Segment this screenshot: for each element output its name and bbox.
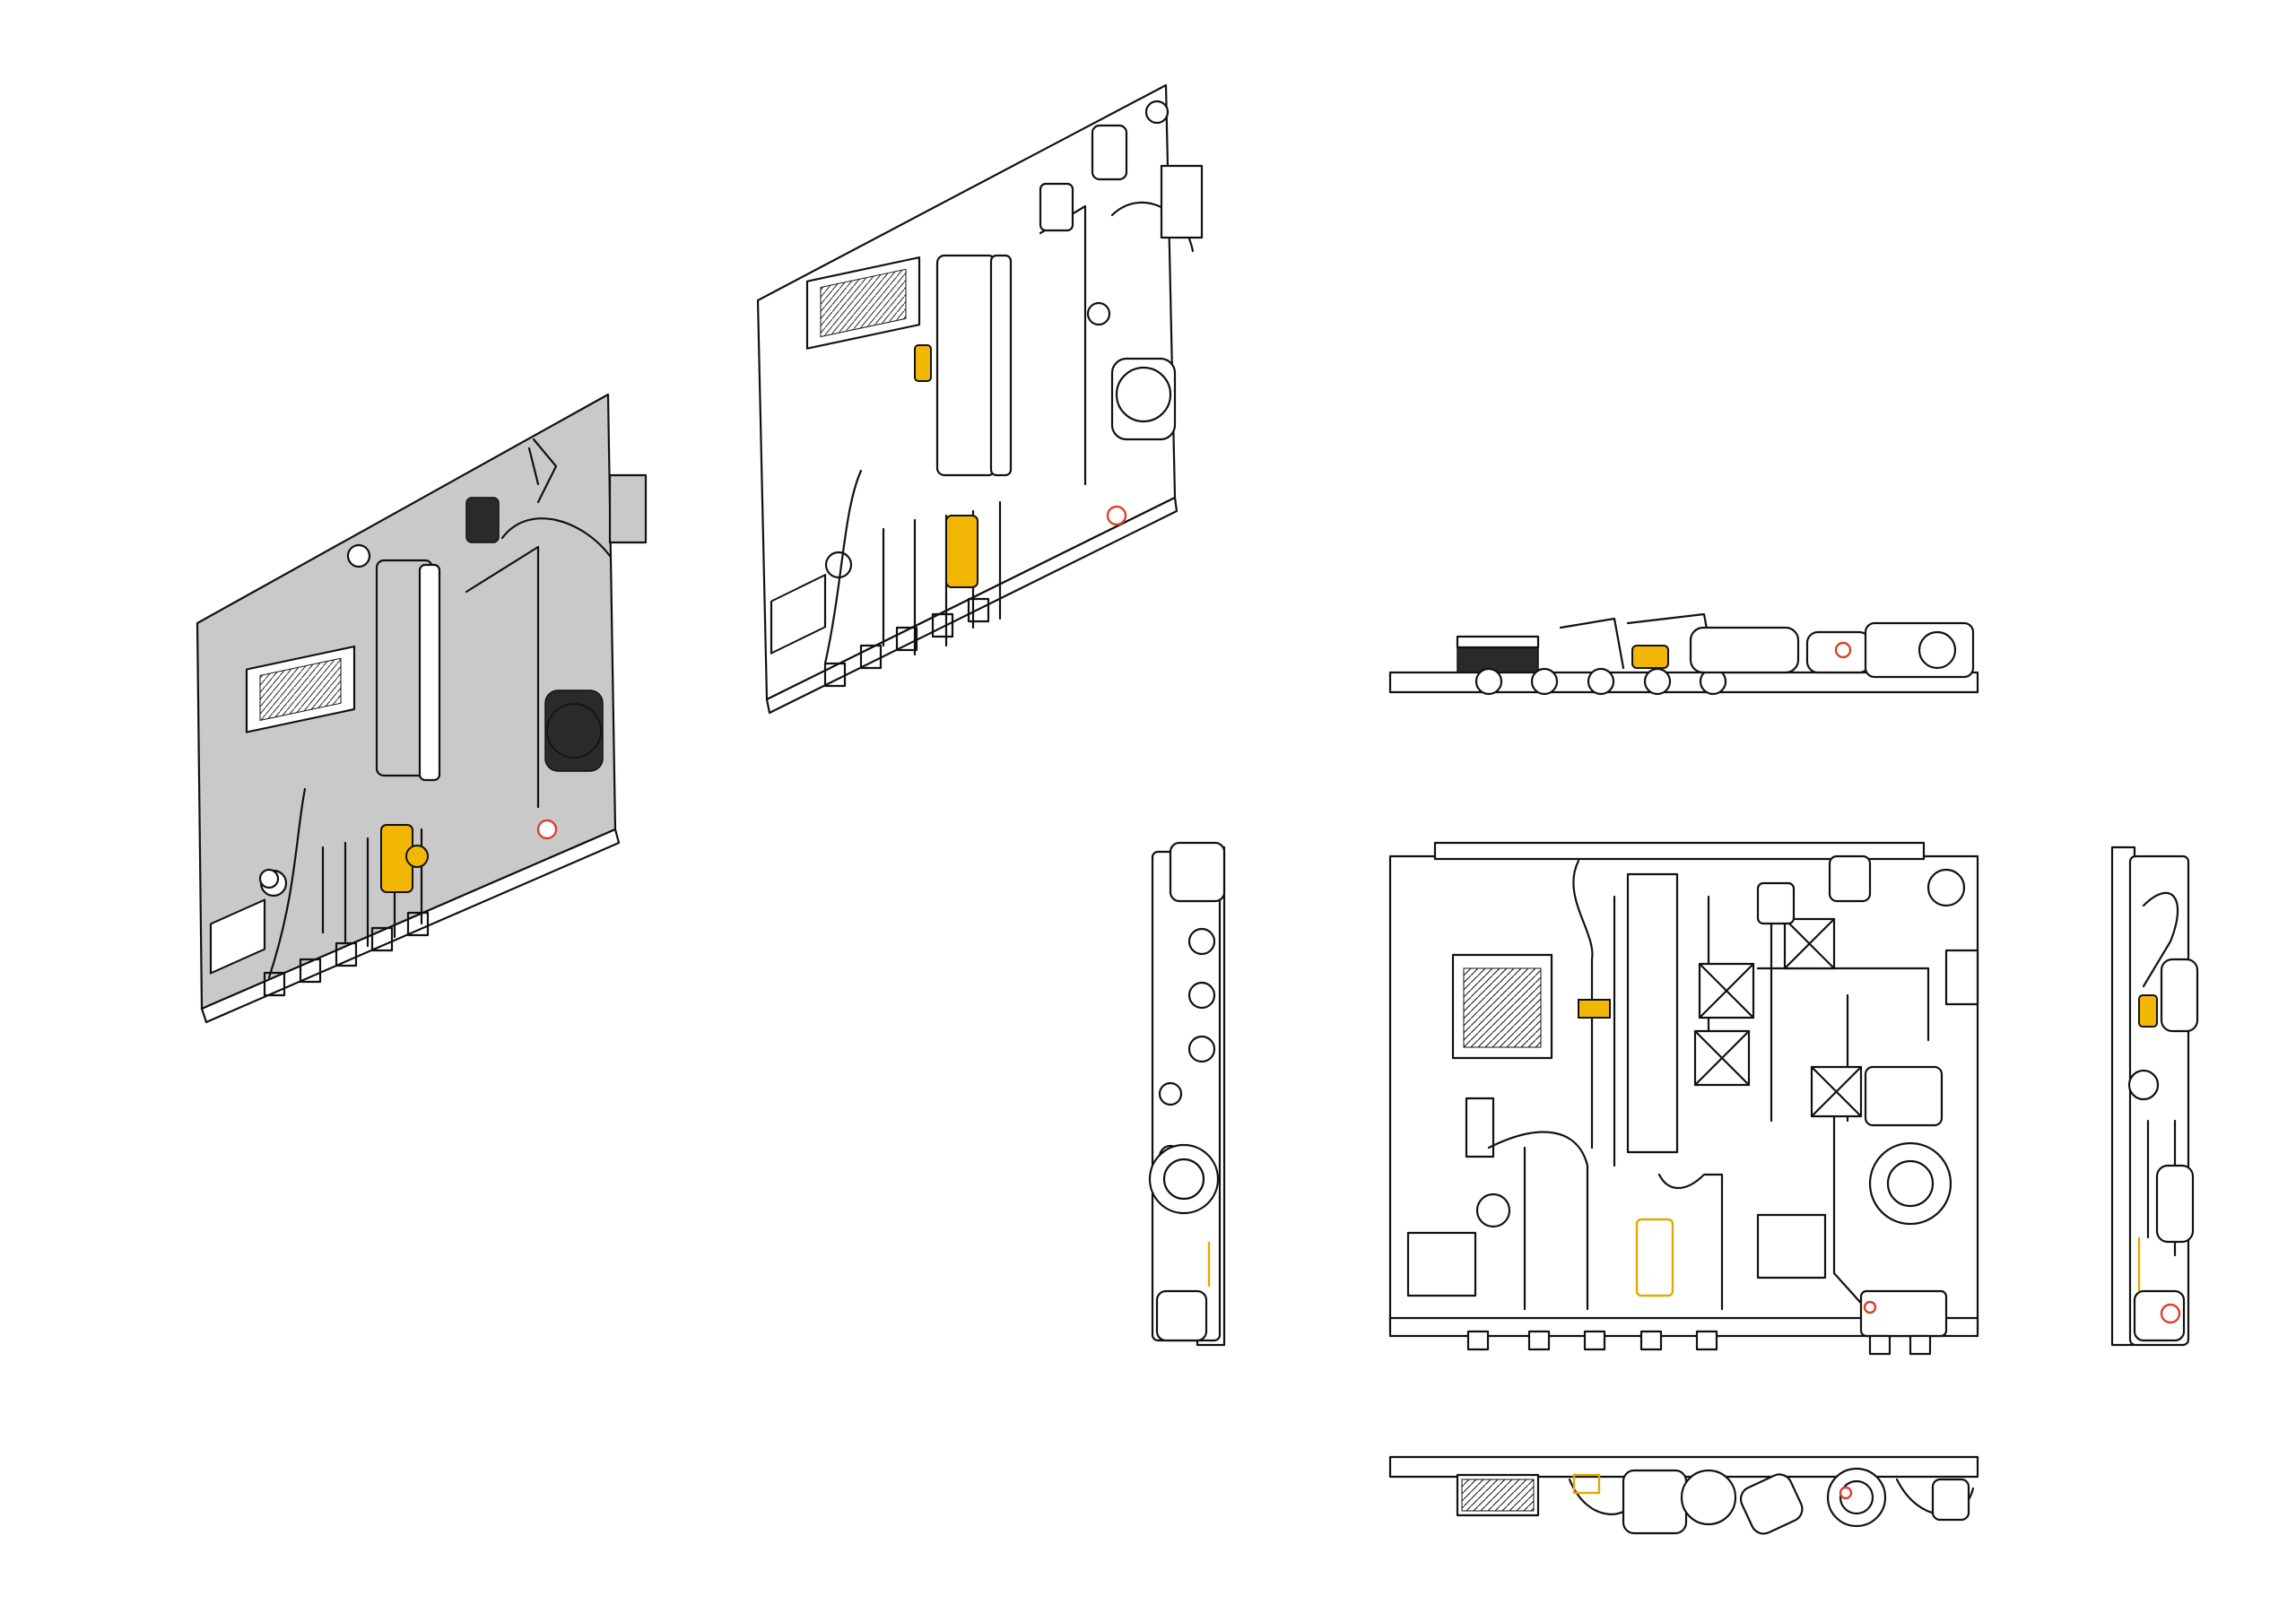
plate-label-cutout <box>209 898 266 975</box>
front-heat-exchanger <box>1626 872 1679 1154</box>
front-view <box>1388 841 1979 1356</box>
motorized-valve-shaded <box>465 497 500 543</box>
heat-exchanger-line <box>935 254 997 477</box>
left-view <box>1148 841 1226 1347</box>
top-view <box>1388 612 1979 696</box>
control-box-face <box>259 657 342 721</box>
bottom-view <box>1388 1455 1979 1535</box>
isometric-line-view <box>756 83 1204 715</box>
right-view <box>2110 846 2199 1347</box>
isometric-shaded-view <box>196 393 648 1024</box>
